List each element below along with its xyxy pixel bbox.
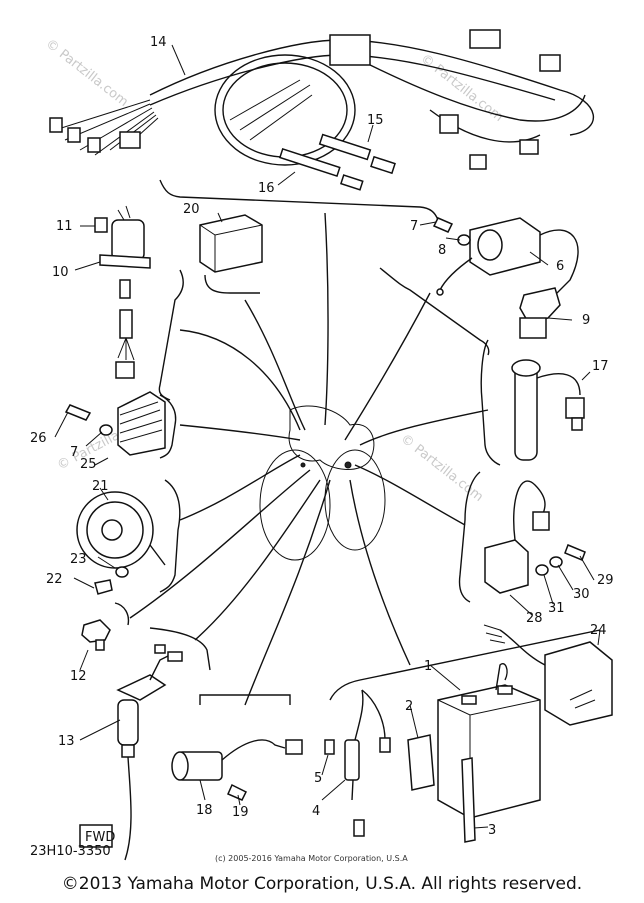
leader-lines — [54, 44, 601, 829]
callout-28: 28 — [526, 611, 543, 626]
fuse — [324, 689, 391, 837]
callout-9: 9 — [582, 313, 590, 328]
callout-18: 18 — [196, 803, 213, 818]
callout-labels: 14 15 16 20 11 10 7 8 6 9 17 26 7 25 21 … — [30, 35, 614, 838]
main-switch — [94, 205, 151, 379]
callout-1: 1 — [424, 659, 432, 674]
callout-7-left: 7 — [70, 445, 78, 460]
callout-10: 10 — [52, 265, 69, 280]
callout-19: 19 — [232, 805, 249, 820]
callout-21: 21 — [92, 479, 109, 494]
fwd-tag: FWD — [85, 830, 115, 845]
callout-16: 16 — [258, 181, 275, 196]
group-brackets — [114, 267, 601, 705]
part-code: 23H10-3350 — [30, 844, 111, 859]
battery-cover — [483, 624, 613, 726]
diagram-copyright: (c) 2005-2016 Yamaha Motor Corporation, … — [215, 854, 408, 863]
watermarks: © Partzilla.com © Partzilla.com © Partzi… — [43, 36, 506, 505]
callout-3: 3 — [488, 823, 496, 838]
wire-bands — [278, 133, 396, 191]
flasher-relay — [484, 480, 586, 594]
callout-24: 24 — [590, 623, 607, 638]
callout-2: 2 — [405, 699, 413, 714]
callout-4: 4 — [312, 804, 320, 819]
callout-17: 17 — [592, 359, 609, 374]
callout-15: 15 — [367, 113, 384, 128]
callout-29: 29 — [597, 573, 614, 588]
horn — [76, 491, 166, 595]
spark-plug-cap — [116, 644, 183, 861]
starter-relay — [171, 739, 303, 801]
engine-outline — [259, 405, 386, 561]
callout-14: 14 — [150, 35, 167, 50]
regulator — [64, 391, 166, 456]
callout-5: 5 — [314, 771, 322, 786]
forward-indicator: FWD — [79, 824, 115, 848]
callout-12: 12 — [70, 669, 87, 684]
ignition-coil — [432, 217, 579, 339]
callout-6: 6 — [556, 259, 564, 274]
callout-22: 22 — [46, 572, 63, 587]
callout-20: 20 — [183, 202, 200, 217]
sensor-12 — [81, 619, 111, 651]
relay-20 — [199, 214, 263, 273]
callout-31: 31 — [548, 601, 565, 616]
callout-23: 23 — [70, 552, 87, 567]
electrical-parts-diagram: © Partzilla.com © Partzilla.com © Partzi… — [30, 29, 614, 863]
callout-25: 25 — [80, 457, 97, 472]
callout-13: 13 — [58, 734, 75, 749]
callout-30: 30 — [573, 587, 590, 602]
watermark-top-left: © Partzilla.com — [43, 36, 131, 110]
callout-7-top: 7 — [410, 219, 418, 234]
callout-8: 8 — [438, 243, 446, 258]
callout-26: 26 — [30, 431, 47, 446]
connector-lines — [129, 212, 489, 706]
sensor-17 — [511, 359, 585, 461]
wire-harness — [49, 29, 595, 170]
battery — [407, 663, 541, 843]
callout-11: 11 — [56, 219, 73, 234]
footer-copyright: ©2013 Yamaha Motor Corporation, U.S.A. A… — [61, 874, 583, 894]
